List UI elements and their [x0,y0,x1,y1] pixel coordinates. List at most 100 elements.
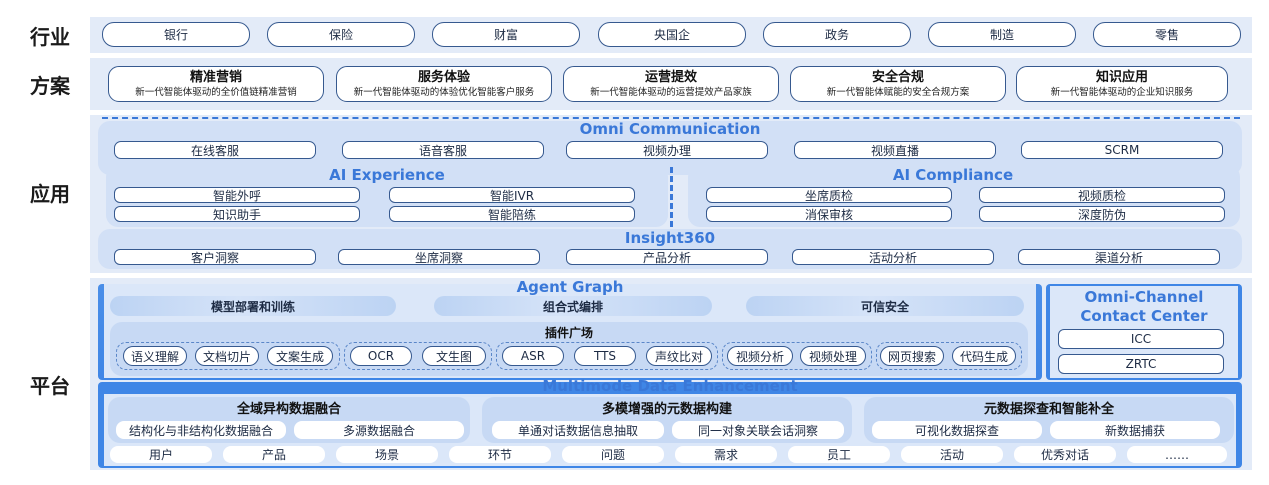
platform-band: Agent Graph 模型部署和训练 组合式编排 可信安全 插件广场 语义理解… [90,278,1252,470]
app-smart-outbound[interactable]: 智能外呼 [114,187,360,203]
insight360-title: Insight360 [624,229,716,247]
plugin-copywriting[interactable]: 文案生成 [267,346,333,366]
app-smart-ivr[interactable]: 智能IVR [389,187,635,203]
app-agent-insight[interactable]: 坐席洞察 [338,249,540,265]
plugin-web-search[interactable]: 网页搜索 [880,346,944,366]
plugin-square-title: 插件广场 [544,326,593,340]
ai-compliance-title: AI Compliance [892,166,1014,184]
plugin-square-panel [110,322,1028,376]
plugin-code-generation[interactable]: 代码生成 [952,346,1016,366]
row-label-application: 应用 [30,181,70,206]
plugin-semantic-understanding[interactable]: 语义理解 [123,346,187,366]
solution-title: 精准营销 [189,69,242,85]
multimode-structured-fusion[interactable]: 结构化与非结构化数据融合 [116,421,286,439]
solution-subtitle: 新一代智能体驱动的全价值链精准营销 [135,86,297,98]
app-video-live[interactable]: 视频直播 [794,141,996,159]
industry-wealth[interactable]: 财富 [432,22,580,47]
app-customer-insight[interactable]: 客户洞察 [114,249,316,265]
multimode-title: Multimode Data Enhancement [542,377,798,395]
solution-title: 安全合规 [871,69,924,85]
app-product-analysis[interactable]: 产品分析 [566,249,768,265]
omni-communication-title: Omni Communication [579,120,761,138]
plugin-group-image [344,342,492,370]
multimode-single-dialog-extraction[interactable]: 单通对话数据信息抽取 [492,421,664,439]
composable-orchestration-bar[interactable]: 组合式编排 [434,296,712,316]
industry-bank[interactable]: 银行 [102,22,250,47]
solution-band: 精准营销 新一代智能体驱动的全价值链精准营销 服务体验 新一代智能体驱动的体验优… [90,58,1252,110]
solution-title: 知识应用 [1095,69,1148,85]
app-channel-analysis[interactable]: 渠道分析 [1018,249,1220,265]
platform-icc[interactable]: ICC [1058,329,1224,349]
plugin-group-video [722,342,872,370]
app-smart-training[interactable]: 智能陪练 [389,206,635,222]
row-label-industry: 行业 [30,24,70,49]
solution-precision-marketing[interactable]: 精准营销 新一代智能体驱动的全价值链精准营销 [108,66,324,102]
app-scrm[interactable]: SCRM [1021,141,1223,159]
industry-band: 银行 保险 财富 央国企 政务 制造 零售 [90,17,1252,53]
plugin-tts[interactable]: TTS [574,346,636,366]
app-deep-anti-fake[interactable]: 深度防伪 [979,206,1225,222]
plugin-video-analysis[interactable]: 视频分析 [727,346,793,366]
industry-retail[interactable]: 零售 [1093,22,1241,47]
solution-subtitle: 新一代智能体驱动的运营提效产品家族 [590,86,752,98]
ai-experience-title: AI Experience [329,166,445,184]
data-tag-more[interactable]: …… [1127,446,1227,463]
data-tag-stage[interactable]: 环节 [449,446,551,463]
data-tag-demand[interactable]: 需求 [675,446,777,463]
multimode-new-data-capture[interactable]: 新数据捕获 [1050,421,1220,439]
plugin-ocr[interactable]: OCR [350,346,412,366]
trusted-security-bar[interactable]: 可信安全 [746,296,1024,316]
solution-security-compliance[interactable]: 安全合规 新一代智能体赋能的安全合规方案 [790,66,1006,102]
solution-operations-efficiency[interactable]: 运营提效 新一代智能体驱动的运营提效产品家族 [563,66,779,102]
plugin-text-to-image[interactable]: 文生图 [422,346,486,366]
multimode-visual-exploration[interactable]: 可视化数据探查 [872,421,1042,439]
app-agent-qa[interactable]: 坐席质检 [706,187,952,203]
industry-government[interactable]: 政务 [763,22,911,47]
data-tag-scene[interactable]: 场景 [336,446,438,463]
industry-manufacturing[interactable]: 制造 [928,22,1076,47]
top-divider [102,117,1240,119]
multimode-group-2-title: 多模增强的元数据构建 [601,402,732,417]
multimode-same-object-insight[interactable]: 同一对象关联会话洞察 [672,421,844,439]
app-activity-analysis[interactable]: 活动分析 [792,249,994,265]
app-video-qa[interactable]: 视频质检 [979,187,1225,203]
data-tag-user[interactable]: 用户 [110,446,212,463]
solution-title: 运营提效 [644,69,697,85]
omni-channel-title-line1: Omni-Channel [1084,288,1204,306]
industry-insurance[interactable]: 保险 [267,22,415,47]
row-label-platform: 平台 [30,373,70,398]
plugin-video-processing[interactable]: 视频处理 [800,346,866,366]
solution-service-experience[interactable]: 服务体验 新一代智能体驱动的体验优化智能客户服务 [336,66,552,102]
data-tag-product[interactable]: 产品 [223,446,325,463]
app-video-handling[interactable]: 视频办理 [566,141,768,159]
plugin-document-chunking[interactable]: 文档切片 [195,346,259,366]
omni-channel-title: Omni-Channel Contact Center [1046,288,1242,326]
plugin-voiceprint-compare[interactable]: 声纹比对 [646,346,712,366]
data-tag-employee[interactable]: 员工 [788,446,890,463]
multimode-group-1-title: 全域异构数据融合 [236,402,341,417]
data-tag-problem[interactable]: 问题 [562,446,664,463]
vertical-divider [670,167,673,227]
solution-title: 服务体验 [417,69,470,85]
plugin-group-text [116,342,340,370]
solution-subtitle: 新一代智能体驱动的体验优化智能客户服务 [353,86,535,98]
multimode-multisource-fusion[interactable]: 多源数据融合 [294,421,464,439]
data-tag-activity[interactable]: 活动 [901,446,1003,463]
app-voice-service[interactable]: 语音客服 [342,141,544,159]
agent-graph-title: Agent Graph [516,278,624,296]
data-tag-excellent-dialog[interactable]: 优秀对话 [1014,446,1116,463]
solution-subtitle: 新一代智能体赋能的安全合规方案 [826,86,970,98]
plugin-asr[interactable]: ASR [502,346,564,366]
app-online-service[interactable]: 在线客服 [114,141,316,159]
omni-channel-title-line2: Contact Center [1080,307,1208,325]
solution-subtitle: 新一代智能体驱动的企业知识服务 [1050,86,1194,98]
plugin-group-web [876,342,1022,370]
application-band: Omni Communication 在线客服 语音客服 视频办理 视频直播 S… [90,115,1252,273]
industry-soe[interactable]: 央国企 [598,22,746,47]
app-consumer-protection-review[interactable]: 消保审核 [706,206,952,222]
plugin-group-audio [496,342,718,370]
model-deploy-training-bar[interactable]: 模型部署和训练 [110,296,396,316]
app-knowledge-assistant[interactable]: 知识助手 [114,206,360,222]
platform-zrtc[interactable]: ZRTC [1058,354,1224,374]
solution-knowledge-application[interactable]: 知识应用 新一代智能体驱动的企业知识服务 [1016,66,1228,102]
